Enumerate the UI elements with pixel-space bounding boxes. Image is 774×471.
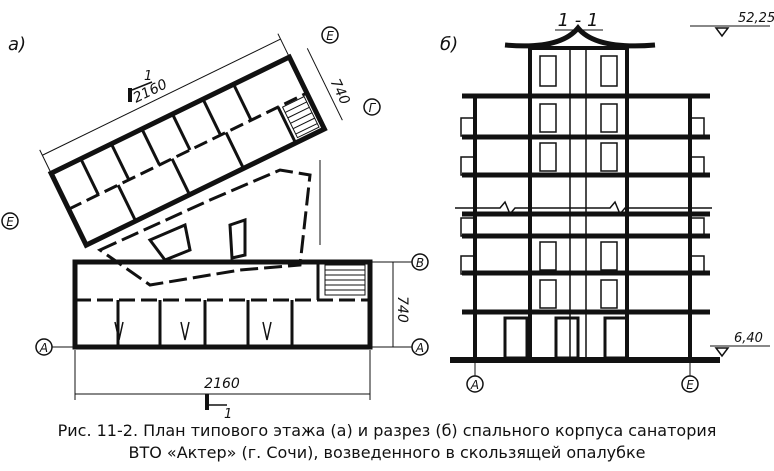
section-walls: [473, 96, 692, 360]
lower-depth-dimension: 740: [392, 262, 410, 347]
elevation-top: 52,25: [690, 11, 774, 38]
svg-text:Е: Е: [6, 215, 14, 229]
section-mark-top: 1: [128, 69, 152, 102]
svg-text:1: 1: [224, 407, 232, 422]
axis-e-top: Е: [321, 26, 339, 44]
svg-text:А: А: [470, 378, 479, 392]
wing-depth-label: 740: [327, 76, 353, 107]
caption-line-2: ВТО «Актер» (г. Сочи), возведенного в ск…: [128, 443, 646, 462]
central-hall: [96, 160, 321, 287]
roof-slab: [504, 24, 656, 49]
lower-block: [50, 259, 415, 350]
ground-floor: [450, 316, 720, 363]
section-panel-letter: б): [440, 34, 458, 55]
caption-line-1: Рис. 11-2. План типового этажа (а) и раз…: [57, 421, 717, 440]
svg-text:Е: Е: [686, 378, 694, 392]
lower-balcony-marks: [114, 321, 272, 341]
svg-text:Г: Г: [369, 101, 377, 115]
lower-partitions: [116, 262, 320, 347]
svg-text:А: А: [39, 341, 48, 355]
break-line: [455, 200, 712, 216]
svg-text:А: А: [415, 341, 424, 355]
elevation-bottom: 6,40: [710, 331, 770, 358]
axis-a-right: А: [411, 338, 429, 356]
axis-e-left: Е: [1, 212, 19, 230]
svg-text:В: В: [416, 256, 424, 270]
axis-g: Г: [363, 98, 381, 116]
building-section: б) 1 - 1 52,25: [440, 10, 774, 393]
floor-plan: а): [1, 26, 429, 422]
plan-panel-letter: а): [8, 34, 26, 55]
lower-length-label: 2160: [204, 376, 240, 392]
section-title: 1 - 1: [558, 10, 599, 31]
wing-depth-dimension: [306, 48, 343, 121]
axis-a-left: А: [35, 338, 53, 356]
lower-depth-label: 740: [394, 296, 410, 323]
rotated-wing: 2160 740: [39, 33, 353, 249]
svg-text:6,40: 6,40: [734, 331, 763, 346]
figure-caption: Рис. 11-2. План типового этажа (а) и раз…: [0, 420, 774, 464]
svg-text:Е: Е: [326, 29, 334, 43]
axis-v: В: [411, 253, 429, 271]
lower-length-dimension: 2160: [74, 350, 371, 400]
lower-stair: [324, 264, 366, 296]
section-balconies: [460, 117, 705, 275]
wing-stair: [281, 95, 320, 139]
wing-dimension-line: [42, 38, 281, 156]
section-openings: [539, 48, 618, 360]
section-axis-a: А: [466, 360, 484, 393]
svg-text:1: 1: [144, 69, 152, 84]
section-axis-e: Е: [681, 360, 699, 393]
section-mark-bottom: 1: [205, 394, 232, 422]
wing-corridor-wall: [68, 91, 308, 211]
roof-core: [528, 46, 629, 98]
svg-text:52,25: 52,25: [738, 11, 774, 26]
wing-partitions: [79, 83, 297, 222]
